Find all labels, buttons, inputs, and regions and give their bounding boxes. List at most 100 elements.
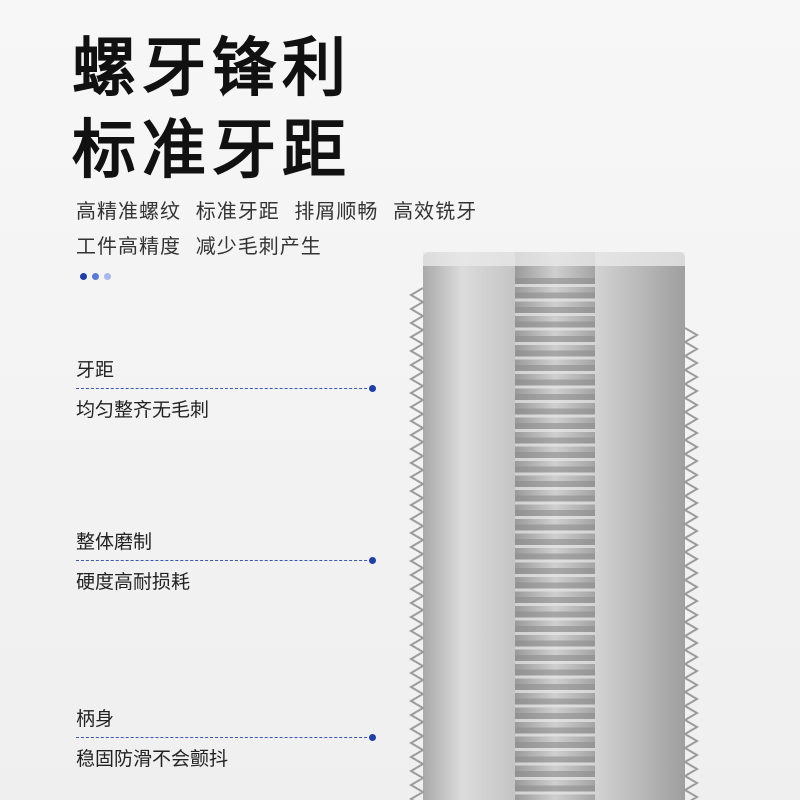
flute-thread-highlight (515, 284, 595, 287)
callout-title: 柄身 (76, 708, 115, 730)
flute-thread-line (515, 321, 595, 328)
decor-dots (80, 273, 111, 280)
callout-ground: 整体磨制 硬度高耐损耗 (76, 527, 376, 594)
flute-thread-highlight (515, 617, 595, 621)
callout-leader-line (76, 557, 376, 564)
flute-thread-line (515, 379, 595, 386)
flute-thread-highlight (515, 501, 595, 505)
flute-thread-line (515, 640, 595, 647)
flute-thread-line (515, 742, 595, 748)
flute-thread-line (515, 771, 595, 777)
flute-thread-highlight (515, 327, 595, 331)
flute-thread-line (515, 524, 595, 531)
flute-thread-highlight (515, 559, 595, 563)
flute-thread-highlight (515, 661, 595, 664)
flute-thread-highlight (515, 690, 595, 693)
flute-thread-highlight (515, 429, 595, 432)
flute-thread-line (515, 655, 595, 661)
flute-thread-line (515, 292, 595, 299)
leader-dot (369, 734, 376, 741)
flute-thread-highlight (515, 371, 595, 374)
flute-thread-line (515, 452, 595, 458)
callout-leader-line (76, 385, 376, 392)
flute-thread-line (515, 365, 595, 371)
flute-thread-highlight (515, 313, 595, 316)
flute-thread-line (515, 437, 595, 444)
flute-thread-highlight (515, 487, 595, 490)
flute-thread-line (515, 669, 595, 676)
flute-thread-line (515, 582, 595, 589)
flute-thread-line (515, 408, 595, 415)
flute-thread-line (515, 423, 595, 429)
flute-thread-line (515, 713, 595, 719)
subline-2: 工件高精度 减少毛刺产生 (76, 234, 322, 258)
flute-thread-highlight (515, 298, 595, 302)
dot-1 (80, 273, 87, 280)
flute-thread-highlight (515, 400, 595, 403)
flute-thread-line (515, 350, 595, 357)
flute-thread-line (515, 568, 595, 574)
callout-title: 牙距 (76, 359, 115, 381)
flute-thread-highlight (515, 414, 595, 418)
flute-thread-line (515, 553, 595, 560)
flute-thread-highlight (515, 356, 595, 360)
flute-thread-highlight (515, 588, 595, 592)
tap-body (409, 252, 699, 800)
callout-shank: 柄身 稳固防滑不会颤抖 (76, 704, 376, 771)
flute-thread-line (515, 597, 595, 603)
flute-thread-highlight (515, 777, 595, 780)
tap-top-edge (423, 252, 685, 266)
flute-thread-highlight (515, 545, 595, 548)
flute-thread-line (515, 626, 595, 632)
flute-thread-highlight (515, 791, 595, 795)
flute-thread-highlight (515, 530, 595, 534)
flute-thread-highlight (515, 704, 595, 708)
flute-thread-line (515, 756, 595, 763)
flute-thread-line (515, 466, 595, 473)
flute-thread-highlight (515, 646, 595, 650)
dot-2 (92, 273, 99, 280)
flute-thread-highlight (515, 733, 595, 737)
callout-leader-line (76, 734, 376, 741)
flute-thread-line (515, 698, 595, 705)
flute-thread-line (515, 611, 595, 618)
flute-thread-line (515, 336, 595, 342)
subline-1: 高精准螺纹 标准牙距 排屑顺畅 高效铣牙 (76, 199, 478, 223)
flute-thread-highlight (515, 385, 595, 389)
leader-dot (369, 557, 376, 564)
flute-thread-highlight (515, 458, 595, 461)
headline: 螺牙锋利 标准牙距 (72, 28, 352, 192)
flute-thread-highlight (515, 342, 595, 345)
tap-left-thread (409, 287, 425, 800)
flute-thread-highlight (515, 748, 595, 751)
tap-illustration (405, 248, 705, 800)
tap-drawing (409, 252, 699, 800)
flute-thread-line (515, 727, 595, 734)
flute-thread-line (515, 394, 595, 400)
flute-thread-line (515, 785, 595, 792)
headline-line-2: 标准牙距 (72, 114, 352, 188)
callout-desc: 稳固防滑不会颤抖 (76, 748, 229, 770)
callout-thread-pitch: 牙距 均匀整齐无毛刺 (76, 355, 376, 422)
flute-thread-line (515, 539, 595, 545)
flute-thread-line (515, 307, 595, 313)
flute-thread-line (515, 510, 595, 516)
flute-thread-highlight (515, 719, 595, 722)
flute-thread-line (515, 684, 595, 690)
callout-desc: 硬度高耐损耗 (76, 571, 191, 593)
tap-right-thread (683, 327, 699, 800)
callout-desc: 均匀整齐无毛刺 (76, 399, 210, 421)
flute-thread-highlight (515, 603, 595, 606)
callout-title: 整体磨制 (76, 531, 153, 553)
flute-thread-line (515, 481, 595, 487)
flute-thread-highlight (515, 675, 595, 679)
flute-thread-highlight (515, 516, 595, 519)
flute-thread-line (515, 495, 595, 502)
flute-thread-highlight (515, 762, 595, 766)
flute-thread-highlight (515, 632, 595, 635)
headline-line-1: 螺牙锋利 (72, 32, 352, 106)
leader-dot (369, 385, 376, 392)
flute-thread-highlight (515, 443, 595, 447)
flute-thread-highlight (515, 574, 595, 577)
dot-3 (104, 273, 111, 280)
